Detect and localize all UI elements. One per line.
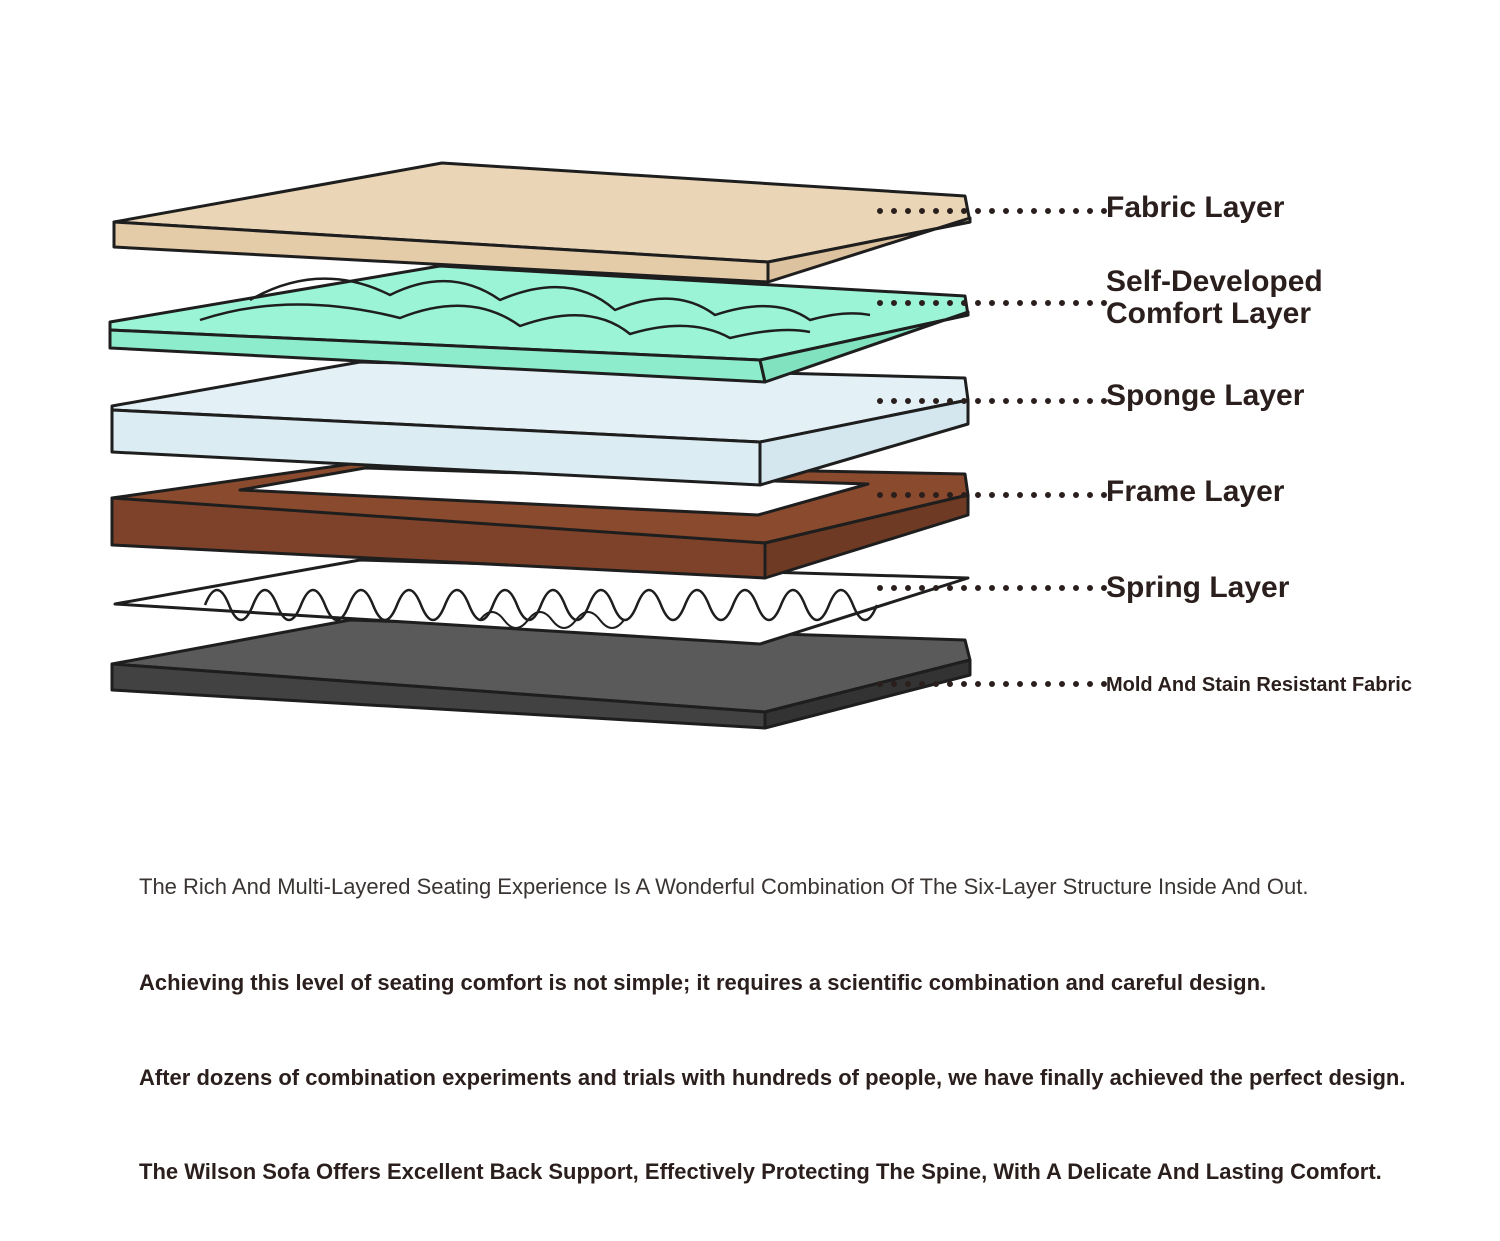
description-line-4: The Wilson Sofa Offers Excellent Back Su… bbox=[139, 1159, 1382, 1184]
description-line-1: The Rich And Multi-Layered Seating Exper… bbox=[139, 874, 1309, 899]
label-frame-layer: Frame Layer bbox=[1106, 475, 1285, 508]
description-line-3: After dozens of combination experiments … bbox=[139, 1065, 1406, 1090]
label-sponge-layer: Sponge Layer bbox=[1106, 379, 1305, 412]
layer-diagram bbox=[108, 161, 1109, 730]
description-line-2: Achieving this level of seating comfort … bbox=[139, 970, 1267, 995]
label-spring-layer: Spring Layer bbox=[1106, 571, 1290, 604]
fabric-layer-shape bbox=[112, 161, 972, 284]
base-layer-shape bbox=[110, 618, 972, 730]
label-comfort-layer: Self-Developed Comfort Layer bbox=[1106, 265, 1323, 330]
spring-layer-shape bbox=[113, 558, 970, 646]
sponge-layer-shape bbox=[110, 360, 970, 487]
label-fabric-layer: Fabric Layer bbox=[1106, 191, 1285, 224]
comfort-layer-shape bbox=[108, 264, 970, 384]
frame-layer-shape bbox=[110, 460, 970, 580]
label-base-layer: Mold And Stain Resistant Fabric bbox=[1106, 674, 1412, 696]
